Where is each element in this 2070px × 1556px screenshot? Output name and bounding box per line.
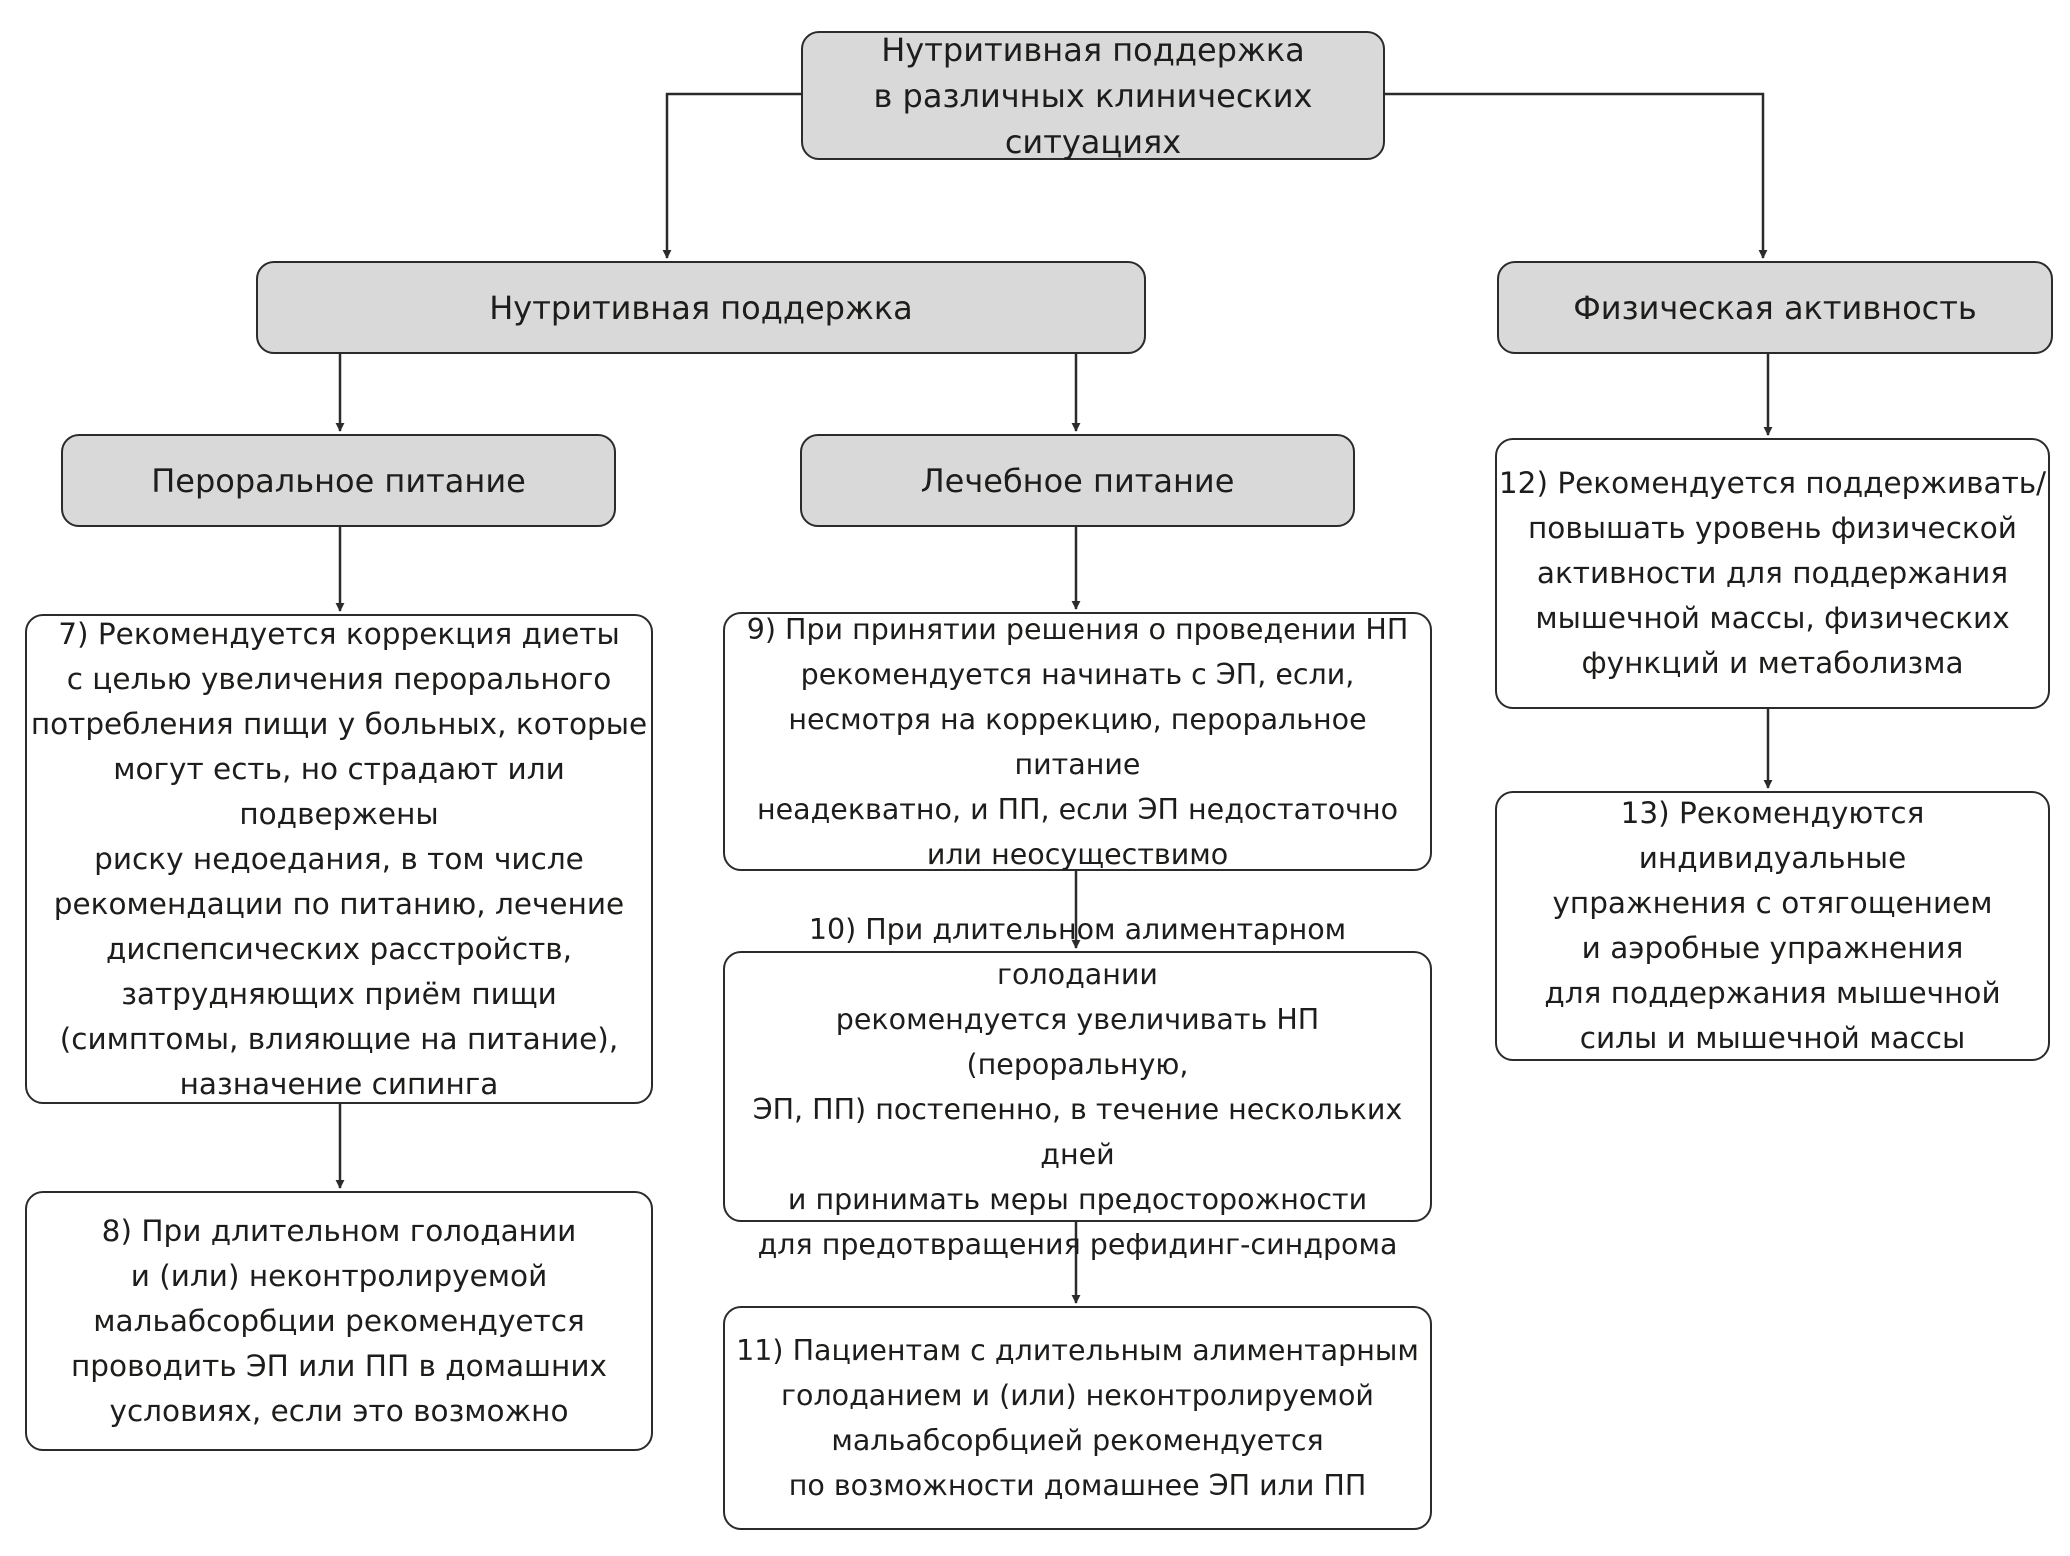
oral-nutrition-label: Пероральное питание xyxy=(151,461,526,500)
recommendation-9-text: 9) При принятии решения о проведении НП … xyxy=(746,612,1409,871)
recommendation-9: 9) При принятии решения о проведении НП … xyxy=(723,612,1432,871)
recommendation-12: 12) Рекомендуется поддерживать/ повышать… xyxy=(1495,438,2050,709)
root-node-label: Нутритивная поддержка в различных клинич… xyxy=(873,30,1313,161)
physical-activity-label: Физическая активность xyxy=(1573,288,1977,327)
recommendation-10: 10) При длительном алиментарном голодани… xyxy=(723,913,1432,1261)
oral-nutrition-node: Пероральное питание xyxy=(61,434,616,527)
recommendation-8-text: 8) При длительном голодании и (или) неко… xyxy=(71,1213,607,1428)
nutritive-support-label: Нутритивная поддержка xyxy=(489,288,913,327)
recommendation-12-text: 12) Рекомендуется поддерживать/ повышать… xyxy=(1498,466,2047,680)
recommendation-8: 8) При длительном голодании и (или) неко… xyxy=(25,1191,653,1451)
physical-activity-node: Физическая активность xyxy=(1497,261,2053,354)
recommendation-11: 11) Пациентам с длительным алиментарным … xyxy=(723,1306,1432,1530)
arrow-root-to-physical-activity xyxy=(1385,92,1768,259)
recommendation-7-text: 7) Рекомендуется коррекция диеты с целью… xyxy=(30,616,648,1101)
recommendation-13-text: 13) Рекомендуются индивидуальные упражне… xyxy=(1544,796,2001,1055)
root-node: Нутритивная поддержка в различных клинич… xyxy=(801,31,1385,161)
nutritive-support-node: Нутритивная поддержка xyxy=(256,261,1146,354)
recommendation-7: 7) Рекомендуется коррекция диеты с целью… xyxy=(25,614,653,1104)
recommendation-13: 13) Рекомендуются индивидуальные упражне… xyxy=(1495,791,2050,1061)
recommendation-10-text: 10) При длительном алиментарном голодани… xyxy=(752,912,1403,1261)
arrow-root-to-nutritive-support xyxy=(662,92,801,259)
therapeutic-nutrition-node: Лечебное питание xyxy=(800,434,1355,527)
therapeutic-nutrition-label: Лечебное питание xyxy=(920,461,1235,500)
recommendation-11-text: 11) Пациентам с длительным алиментарным … xyxy=(736,1334,1419,1502)
